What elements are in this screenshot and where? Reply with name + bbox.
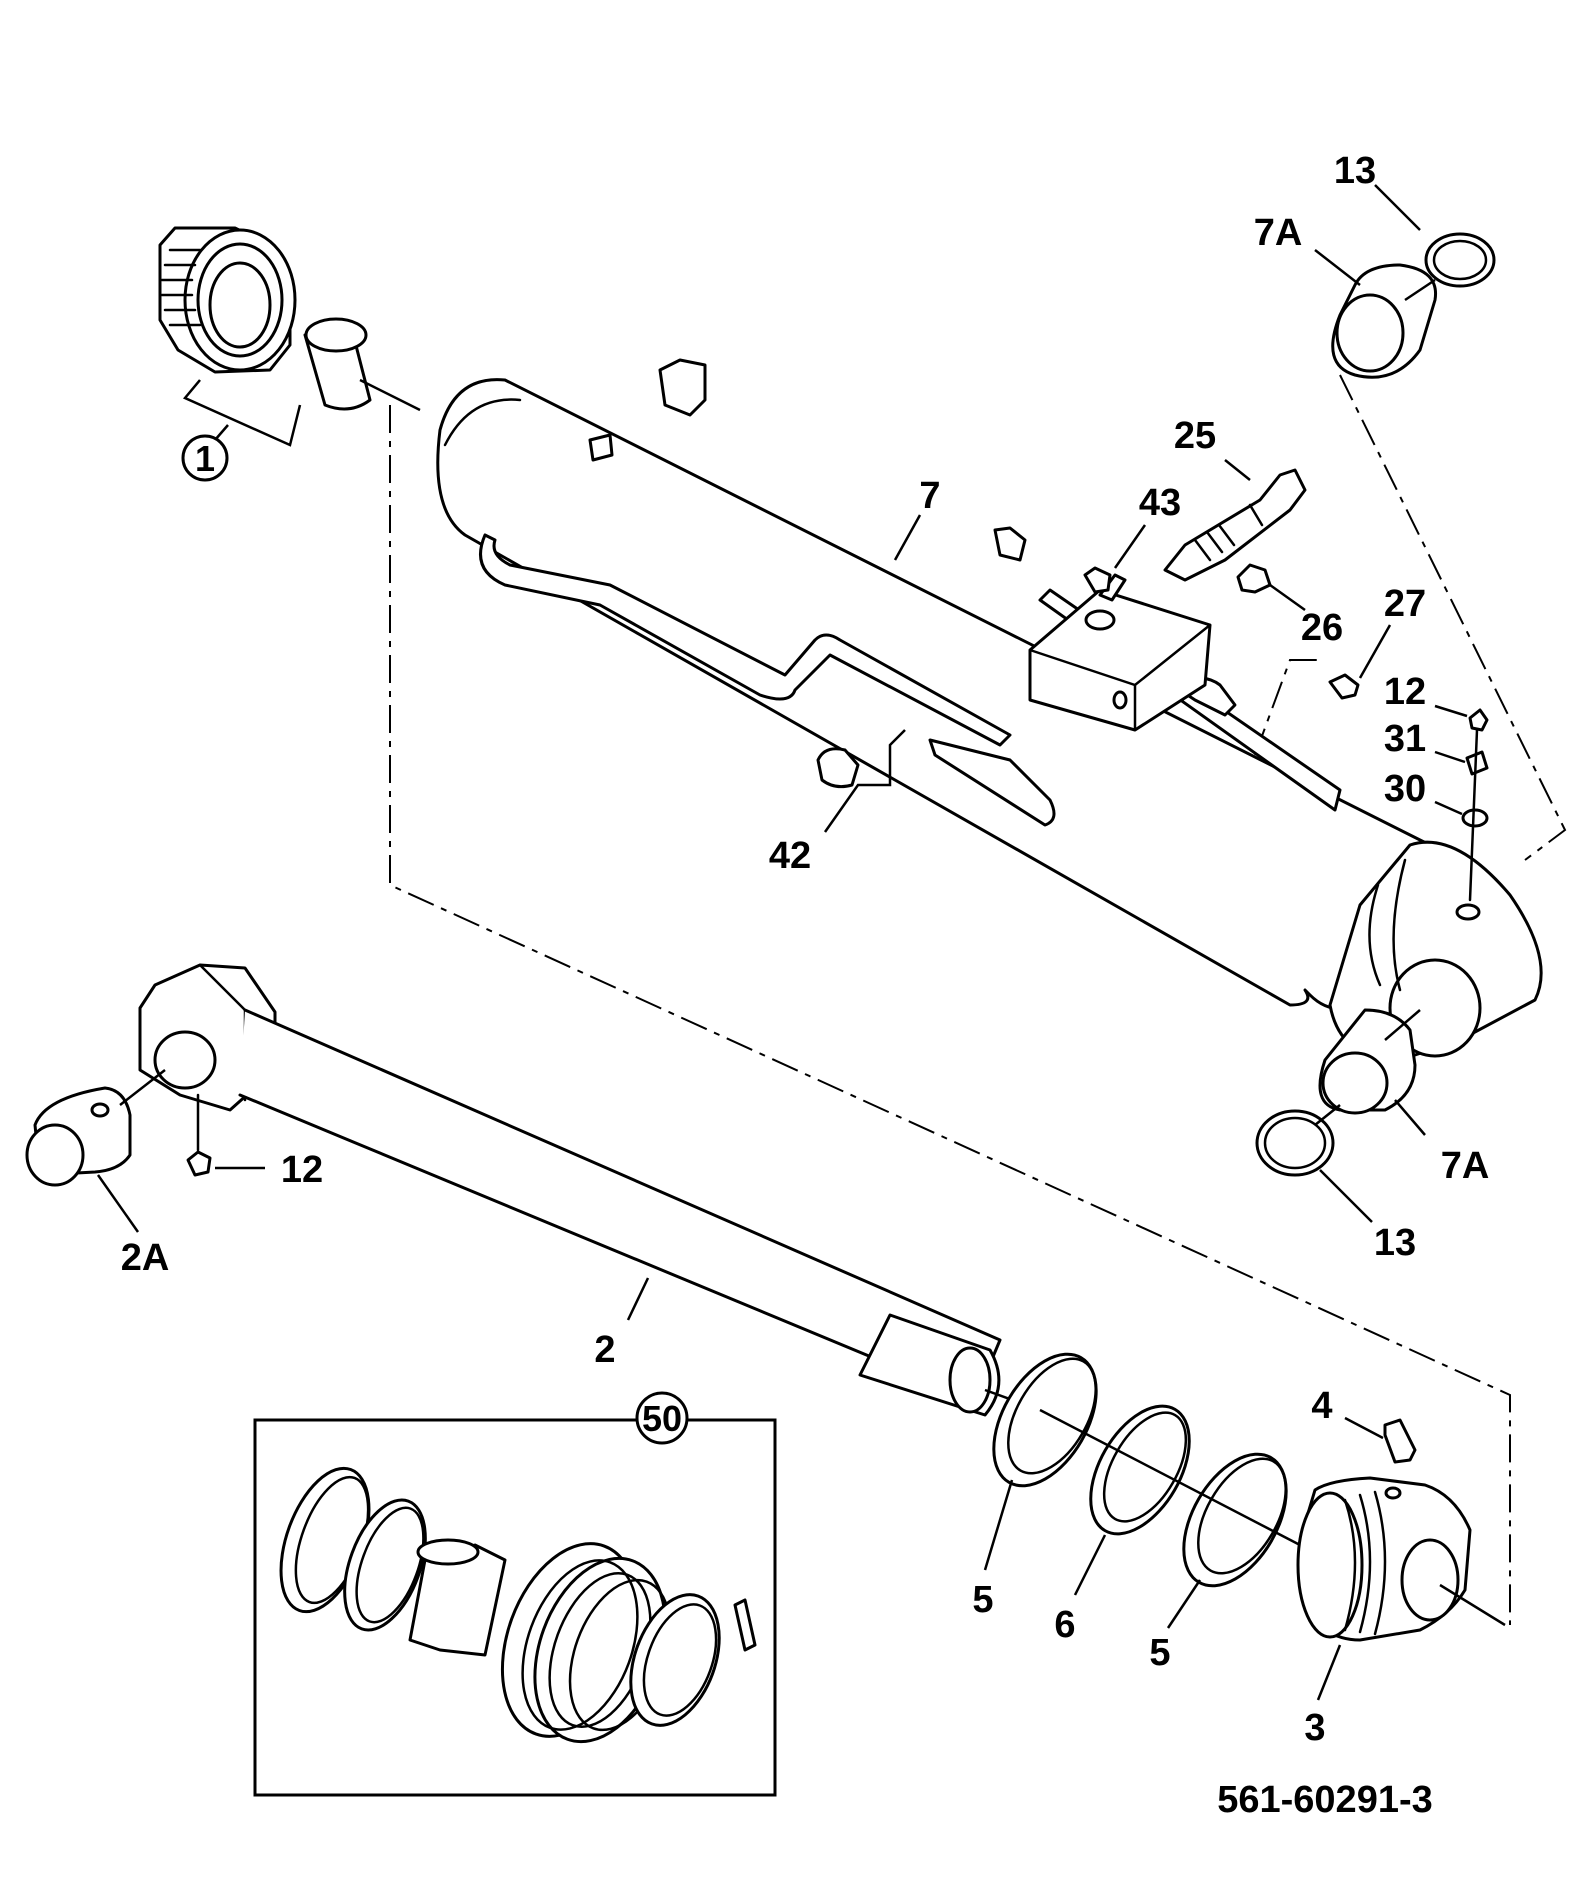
ring-13-top-axis [1404, 278, 1436, 302]
grease-port-part [1455, 903, 1481, 921]
callout-2a-label: 2A [121, 1237, 170, 1279]
fitting-42-part [816, 747, 860, 789]
callout-27-label: 27 [1384, 583, 1426, 625]
seal-kit-contents [279, 1466, 757, 1744]
fitting-26-part [1236, 563, 1272, 594]
gland-assembly-part [158, 226, 297, 374]
callout-12-top-label: 12 [1384, 671, 1426, 713]
seal-6-part [1089, 1404, 1191, 1536]
callout-7-label: 7 [919, 475, 940, 517]
assembly-guide-lines [389, 374, 1567, 1625]
drawing-number: 561-60291-3 [1217, 1779, 1433, 1821]
callout-5b-leader [1166, 1579, 1202, 1629]
callout-6-leader [1073, 1534, 1107, 1596]
plug-27-part [1328, 673, 1360, 700]
callout-12-top-leader [1434, 704, 1468, 718]
callout-42-leader [823, 729, 906, 833]
callout-5b-label: 5 [1149, 1632, 1170, 1674]
bushing-part-1 [303, 317, 372, 411]
callout-25-label: 25 [1174, 415, 1216, 457]
callout-5a-leader [983, 1479, 1014, 1571]
fitting-stack-axis [1468, 728, 1479, 902]
callout-6-label: 6 [1054, 1604, 1075, 1646]
callout-3-label: 3 [1304, 1707, 1325, 1749]
callout-13-bottom-label: 13 [1374, 1222, 1416, 1264]
callout-1-bracket [182, 379, 302, 447]
callout-27-leader [1358, 624, 1392, 679]
callout-26-leader [1269, 583, 1306, 612]
callout-30-label: 30 [1384, 768, 1426, 810]
callout-13-top-leader [1374, 184, 1421, 231]
pin-4-part [1383, 1418, 1417, 1464]
callout-7a-top-label: 7A [1254, 212, 1303, 254]
seal-5-first-part [992, 1352, 1098, 1488]
callout-42-label: 42 [769, 835, 811, 877]
callout-50-label: 50 [642, 1398, 682, 1439]
callout-12-bottom-label: 12 [281, 1149, 323, 1191]
callout-31-leader [1434, 750, 1466, 764]
callout-5a-label: 5 [972, 1579, 993, 1621]
callout-43-label: 43 [1139, 482, 1181, 524]
callout-7a-bottom-leader [1394, 1099, 1426, 1136]
seal-kit-box [253, 1418, 777, 1797]
callout-4-leader [1344, 1416, 1384, 1440]
washer-30-part [1461, 808, 1489, 828]
bushing-7a-top-part [1331, 263, 1438, 379]
pin-2a-part [25, 1086, 132, 1187]
grease-fitting-12-bottom-part [186, 1150, 212, 1177]
plug-43-part [1083, 566, 1112, 594]
callout-13-top-label: 13 [1334, 150, 1376, 192]
callout-7a-bottom-label: 7A [1441, 1145, 1490, 1187]
callout-13-bottom-leader [1319, 1169, 1373, 1223]
callout-3-leader [1316, 1644, 1342, 1701]
callout-7-leader [893, 514, 922, 561]
callout-2-leader [626, 1277, 650, 1321]
callout-43-leader [1113, 524, 1147, 569]
callout-25-leader [1224, 459, 1251, 481]
callout-31-label: 31 [1384, 718, 1426, 760]
piston-rod-part [138, 963, 1002, 1417]
seals-axis [1039, 1408, 1301, 1547]
bushing-axis [359, 378, 421, 412]
valve-cartridge-part [1163, 468, 1307, 582]
callout-1-circle [181, 434, 229, 482]
callout-2-label: 2 [594, 1329, 615, 1371]
callout-1-leader [214, 424, 229, 441]
callout-2a-leader [96, 1174, 140, 1233]
callout-26-label: 26 [1301, 607, 1343, 649]
piston-part [1296, 1476, 1472, 1642]
cylinder-barrel-part [436, 358, 1543, 1062]
callout-7a-top-leader [1314, 249, 1361, 286]
grease-fitting-12-top-part [1468, 708, 1489, 732]
ring-13-bottom-inner [1263, 1116, 1327, 1170]
callout-30-leader [1434, 800, 1463, 816]
valve-block-part [1028, 573, 1212, 732]
callout-1-label: 1 [195, 438, 215, 479]
ring-13-bottom-axis [1314, 1104, 1341, 1126]
ring-13-bottom-part [1255, 1109, 1335, 1177]
ring-13-top-inner [1432, 239, 1488, 281]
bushing-7a-bottom-axis [1384, 1009, 1421, 1041]
callout-50-circle [635, 1391, 689, 1445]
callout-4-label: 4 [1311, 1385, 1332, 1427]
pin-2a-axis [119, 1069, 166, 1106]
piston-axis [1439, 1583, 1506, 1627]
seal-5-second-part [1182, 1452, 1288, 1588]
